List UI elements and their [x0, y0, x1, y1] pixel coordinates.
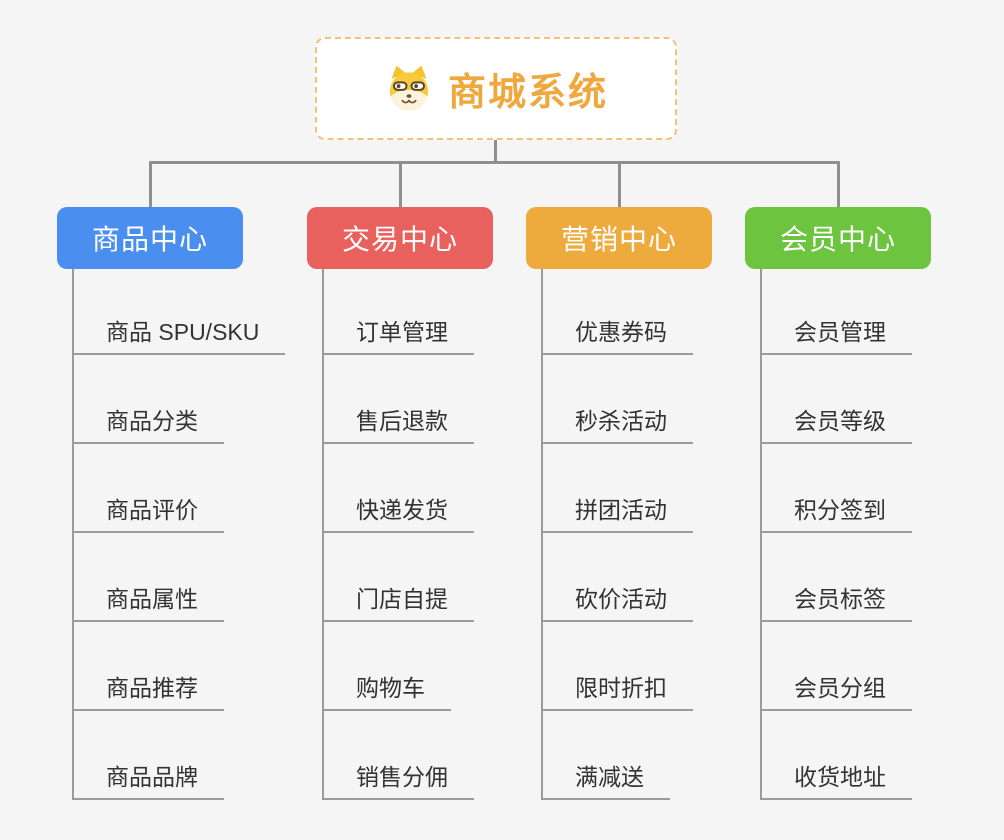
leaf-node[interactable]: 售后退款 — [324, 355, 474, 444]
branch-items: 订单管理 售后退款 快递发货 门店自提 购物车 销售分佣 — [322, 269, 474, 800]
leaf-node[interactable]: 会员分组 — [762, 622, 912, 711]
leaf-node[interactable]: 销售分佣 — [324, 711, 474, 800]
leaf-label: 商品评价 — [74, 491, 224, 533]
leaf-label: 售后退款 — [324, 402, 474, 444]
leaf-label: 会员等级 — [762, 402, 912, 444]
leaf-node[interactable]: 积分签到 — [762, 444, 912, 533]
leaf-label: 秒杀活动 — [543, 402, 693, 444]
connector-branch-stub — [837, 161, 840, 209]
branch-0: 商品中心 商品 SPU/SKU 商品分类 商品评价 商品属性 商品推荐 商品品牌 — [57, 207, 286, 800]
leaf-node[interactable]: 商品品牌 — [74, 711, 285, 800]
leaf-label: 拼团活动 — [543, 491, 693, 533]
connector-branch-stub — [399, 161, 402, 209]
branch-label: 会员中心 — [779, 224, 896, 255]
leaf-node[interactable]: 商品评价 — [74, 444, 285, 533]
leaf-label: 商品分类 — [74, 402, 224, 444]
leaf-node[interactable]: 满减送 — [543, 711, 693, 800]
leaf-label: 收货地址 — [762, 758, 912, 800]
connector-rail — [149, 161, 840, 164]
leaf-node[interactable]: 商品属性 — [74, 533, 285, 622]
leaf-label: 限时折扣 — [543, 669, 693, 711]
branch-header[interactable]: 营销中心 — [526, 207, 712, 269]
branch-2: 营销中心 优惠券码 秒杀活动 拼团活动 砍价活动 限时折扣 满减送 — [526, 207, 712, 800]
leaf-node[interactable]: 会员等级 — [762, 355, 912, 444]
branch-label: 营销中心 — [560, 224, 677, 255]
leaf-label: 积分签到 — [762, 491, 912, 533]
branch-header[interactable]: 会员中心 — [745, 207, 931, 269]
leaf-label: 门店自提 — [324, 580, 474, 622]
leaf-label: 商品 SPU/SKU — [74, 313, 286, 355]
connector-branch-stub — [618, 161, 621, 209]
leaf-label: 会员分组 — [762, 669, 912, 711]
root-node[interactable]: 商城系统 — [315, 37, 677, 140]
leaf-label: 商品属性 — [74, 580, 224, 622]
branch-3: 会员中心 会员管理 会员等级 积分签到 会员标签 会员分组 收货地址 — [745, 207, 931, 800]
leaf-node[interactable]: 限时折扣 — [543, 622, 693, 711]
connector-root-stub — [494, 139, 497, 164]
leaf-node[interactable]: 购物车 — [324, 622, 474, 711]
dog-face-icon — [389, 65, 429, 111]
leaf-node[interactable]: 商品推荐 — [74, 622, 285, 711]
leaf-node[interactable]: 优惠券码 — [543, 269, 693, 355]
root-title: 商城系统 — [447, 72, 608, 114]
leaf-node[interactable]: 砍价活动 — [543, 533, 693, 622]
leaf-node[interactable]: 拼团活动 — [543, 444, 693, 533]
leaf-label: 会员标签 — [762, 580, 912, 622]
leaf-node[interactable]: 商品分类 — [74, 355, 285, 444]
leaf-node[interactable]: 门店自提 — [324, 533, 474, 622]
branch-header[interactable]: 交易中心 — [307, 207, 493, 269]
branch-items: 会员管理 会员等级 积分签到 会员标签 会员分组 收货地址 — [760, 269, 912, 800]
leaf-node[interactable]: 快递发货 — [324, 444, 474, 533]
branch-label: 交易中心 — [341, 224, 458, 255]
branch-items: 商品 SPU/SKU 商品分类 商品评价 商品属性 商品推荐 商品品牌 — [72, 269, 286, 800]
leaf-node[interactable]: 会员标签 — [762, 533, 912, 622]
leaf-node[interactable]: 订单管理 — [324, 269, 474, 355]
leaf-node[interactable]: 秒杀活动 — [543, 355, 693, 444]
leaf-label: 销售分佣 — [324, 758, 474, 800]
leaf-label: 快递发货 — [324, 491, 474, 533]
branch-1: 交易中心 订单管理 售后退款 快递发货 门店自提 购物车 销售分佣 — [307, 207, 493, 800]
leaf-node[interactable]: 收货地址 — [762, 711, 912, 800]
branch-header[interactable]: 商品中心 — [57, 207, 243, 269]
leaf-label: 订单管理 — [324, 313, 474, 355]
leaf-label: 满减送 — [543, 758, 670, 800]
leaf-label: 砍价活动 — [543, 580, 693, 622]
leaf-node[interactable]: 商品 SPU/SKU — [74, 269, 286, 355]
branch-label: 商品中心 — [91, 224, 208, 255]
leaf-label: 商品品牌 — [74, 758, 224, 800]
branch-items: 优惠券码 秒杀活动 拼团活动 砍价活动 限时折扣 满减送 — [541, 269, 693, 800]
connector-branch-stub — [149, 161, 152, 209]
leaf-label: 购物车 — [324, 669, 451, 711]
leaf-label: 优惠券码 — [543, 313, 693, 355]
leaf-label: 会员管理 — [762, 313, 912, 355]
leaf-label: 商品推荐 — [74, 669, 224, 711]
leaf-node[interactable]: 会员管理 — [762, 269, 912, 355]
